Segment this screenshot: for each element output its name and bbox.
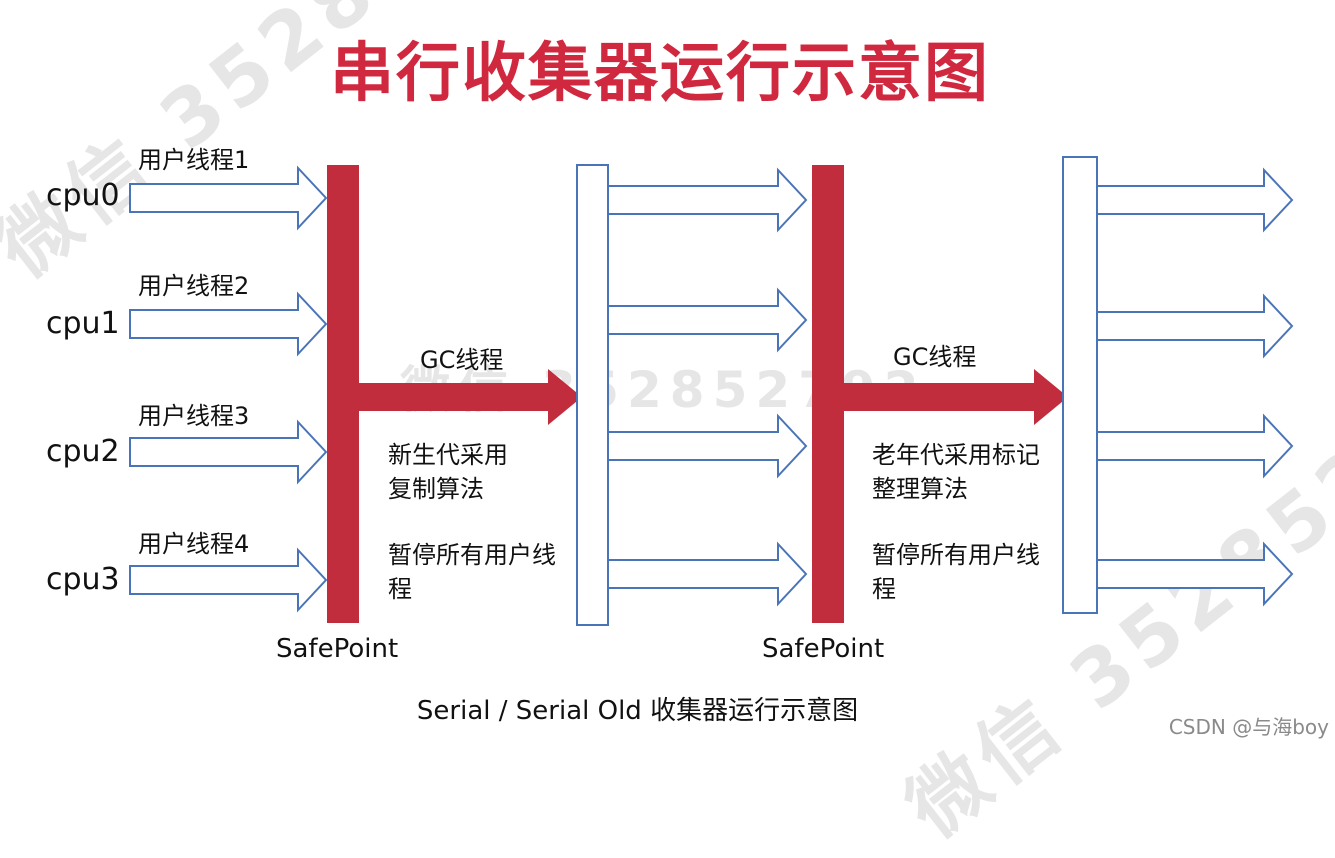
algorithm-note-1: 新生代采用复制算法 bbox=[388, 441, 508, 503]
thread-arrow-cpu3 bbox=[129, 547, 328, 613]
resume-bar-1 bbox=[576, 164, 609, 626]
algorithm-note-2: 老年代采用标记整理算法 bbox=[872, 441, 1040, 503]
gc-thread-label-1: GC线程 bbox=[420, 346, 504, 374]
gc-arrow-1 bbox=[359, 369, 582, 425]
gc-thread-label-2: GC线程 bbox=[893, 343, 977, 371]
resume-arrow-1 bbox=[607, 167, 808, 233]
final-arrow-3 bbox=[1096, 413, 1294, 479]
safepoint-label-1: SafePoint bbox=[276, 634, 399, 664]
gc-arrow-2 bbox=[844, 369, 1068, 425]
user-thread-label-3: 用户线程3 bbox=[138, 402, 250, 430]
pause-note-2: 暂停所有用户线程 bbox=[872, 541, 1040, 603]
safepoint-label-2: SafePoint bbox=[762, 634, 885, 664]
thread-arrow-cpu2 bbox=[129, 419, 328, 485]
thread-arrow-cpu0 bbox=[129, 165, 328, 231]
user-thread-label-2: 用户线程2 bbox=[138, 272, 250, 300]
cpu-label-3: cpu3 bbox=[46, 562, 120, 597]
resume-arrow-2 bbox=[607, 287, 808, 353]
figure-caption: Serial / Serial Old 收集器运行示意图 bbox=[416, 696, 859, 726]
diagram-shapes bbox=[129, 156, 1294, 626]
resume-arrow-3 bbox=[607, 413, 808, 479]
final-arrow-1 bbox=[1096, 167, 1294, 233]
resume-arrow-4 bbox=[607, 541, 808, 607]
page-title: 串行收集器运行示意图 bbox=[330, 37, 990, 111]
thread-arrow-cpu1 bbox=[129, 291, 328, 357]
user-thread-label-1: 用户线程1 bbox=[138, 146, 250, 174]
final-arrow-2 bbox=[1096, 293, 1294, 359]
resume-bar-2 bbox=[1062, 156, 1098, 614]
user-thread-label-4: 用户线程4 bbox=[138, 530, 250, 558]
cpu-label-1: cpu1 bbox=[46, 306, 120, 341]
safepoint-bar-1 bbox=[327, 165, 359, 623]
credit-text: CSDN @与海boy bbox=[1168, 715, 1329, 739]
cpu-label-0: cpu0 bbox=[46, 178, 120, 213]
pause-note-1: 暂停所有用户线程 bbox=[388, 541, 556, 603]
cpu-label-2: cpu2 bbox=[46, 434, 120, 469]
safepoint-bar-2 bbox=[812, 165, 844, 623]
final-arrow-4 bbox=[1096, 541, 1294, 607]
